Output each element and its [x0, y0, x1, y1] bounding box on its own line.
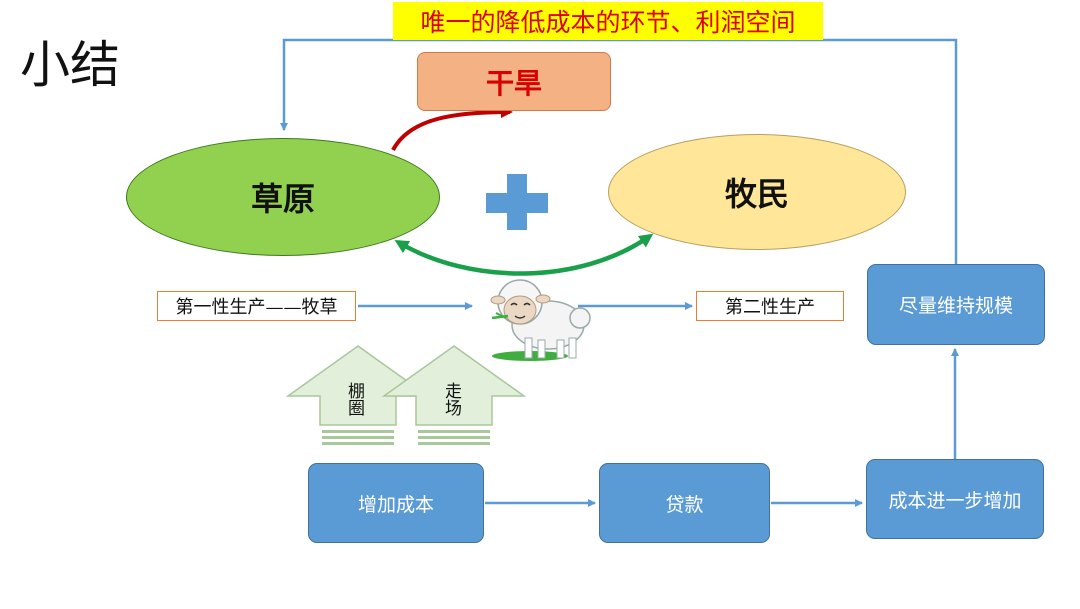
secondary-production-box: 第二性生产	[696, 291, 844, 321]
migration-label: 走场	[441, 382, 461, 416]
drought-arrow	[391, 106, 513, 151]
plus-icon-vertical	[507, 174, 527, 230]
grassland-ellipse: 草原	[126, 138, 440, 256]
maintain-scale-box: 尽量维持规模	[867, 264, 1045, 345]
increase-cost-box: 增加成本	[308, 463, 484, 543]
up-arrow-right	[381, 345, 527, 445]
sheep-icon	[490, 279, 591, 361]
cycle-double-arrow	[394, 233, 654, 276]
feedback-loop-line	[280, 38, 958, 264]
page-title: 小结	[20, 36, 120, 94]
herders-label: 牧民	[724, 175, 789, 213]
profit-space-banner: 唯一的降低成本的环节、利润空间	[393, 2, 823, 40]
grassland-label: 草原	[250, 180, 315, 218]
herders-ellipse: 牧民	[608, 134, 906, 250]
cost-further-increase-box: 成本进一步增加	[866, 459, 1044, 539]
drought-box: 干旱	[417, 52, 611, 111]
primary-production-box: 第一性生产——牧草	[157, 291, 356, 321]
shed-label: 棚圈	[344, 382, 364, 416]
loan-box: 贷款	[599, 463, 770, 543]
